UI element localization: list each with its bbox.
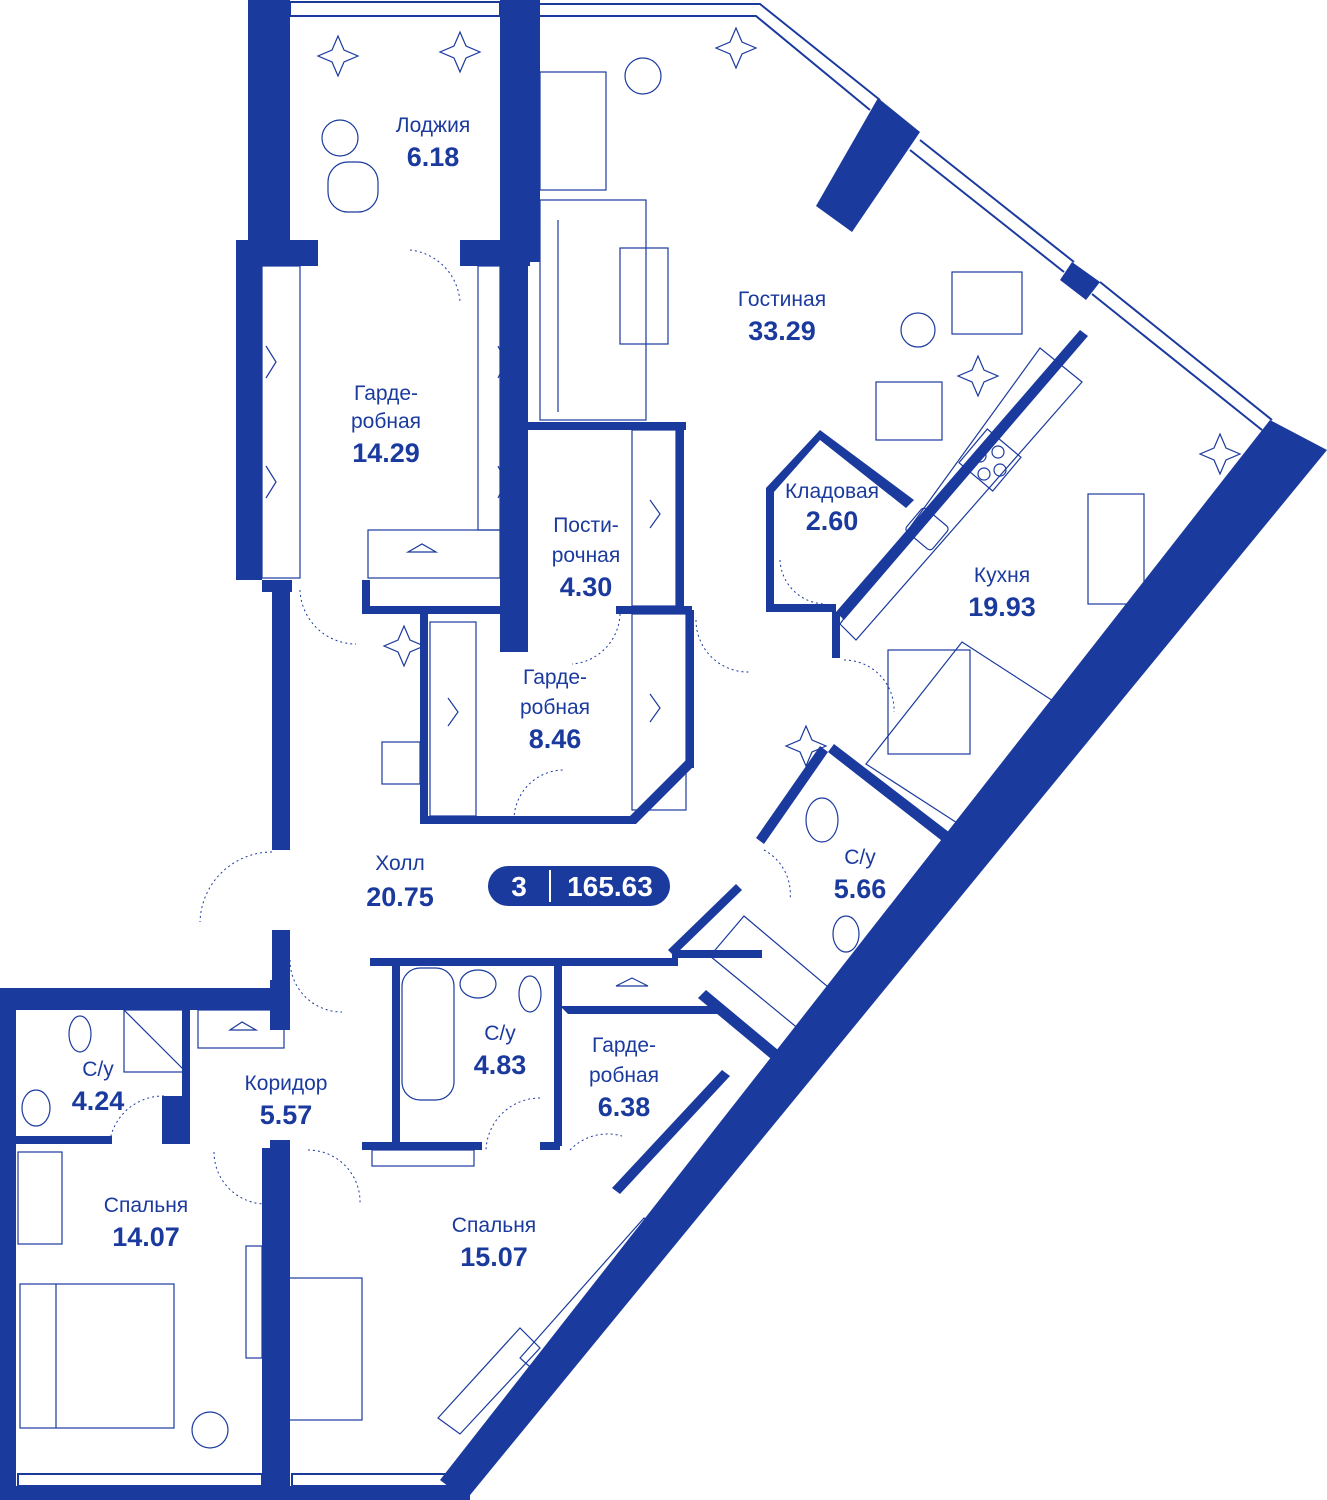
door-swings	[109, 249, 895, 1205]
bedroom1-name: Спальня	[104, 1194, 188, 1217]
bed-icon	[19, 1277, 363, 1429]
kitchen-name: Кухня	[974, 564, 1030, 587]
wardrobe2-name-line2: робная	[520, 696, 590, 719]
wardrobe3-area: 6.38	[598, 1092, 651, 1122]
windows	[17, 1, 1273, 1487]
sofa-icon	[539, 71, 647, 421]
furniture	[17, 26, 1242, 1449]
toilet-icon	[68, 915, 860, 1053]
corridor-area: 5.57	[260, 1100, 313, 1130]
room-labels: Лоджия 6.18 Гостиная 33.29 Гарде- робная…	[72, 114, 1036, 1272]
corridor-name: Коридор	[245, 1072, 328, 1095]
storage-name: Кладовая	[785, 480, 879, 503]
storage-area: 2.60	[806, 506, 859, 536]
summary-badge: 3 165.63	[488, 866, 670, 906]
hall-name: Холл	[375, 852, 425, 875]
round-table-icon	[321, 57, 936, 348]
wardrobe2-area: 8.46	[529, 724, 582, 754]
laundry-name-line1: Пости-	[553, 514, 619, 537]
bath2-name: С/у	[484, 1022, 516, 1045]
interior-walls	[16, 262, 1088, 1194]
living-name: Гостиная	[738, 288, 826, 311]
stove-icon	[973, 445, 1007, 481]
hall-area: 20.75	[366, 882, 434, 912]
laundry-area: 4.30	[560, 572, 613, 602]
total-area: 165.63	[567, 871, 653, 902]
loggia-area: 6.18	[407, 142, 460, 172]
bath3-area: 4.24	[72, 1086, 125, 1116]
wardrobe2-name-line1: Гарде-	[523, 666, 587, 689]
wardrobe1-name-line2: робная	[351, 410, 421, 433]
bedroom1-area: 14.07	[112, 1222, 180, 1252]
wardrobe-shelves	[17, 265, 687, 1377]
bath2-area: 4.83	[474, 1050, 527, 1080]
plant-icon	[316, 26, 1242, 768]
wardrobe1-area: 14.29	[352, 438, 420, 468]
armchair-icon	[327, 161, 1023, 441]
wardrobe3-name-line1: Гарде-	[592, 1034, 656, 1057]
washer-icon	[191, 741, 421, 1449]
living-area: 33.29	[748, 316, 816, 346]
kitchen-area: 19.93	[968, 592, 1036, 622]
wardrobe3-name-line2: робная	[589, 1064, 659, 1087]
wardrobe1-name-line1: Гарде-	[354, 382, 418, 405]
desk-icon	[437, 1327, 541, 1435]
hanger-icon	[228, 345, 661, 1031]
laundry-name-line2: рочная	[552, 544, 621, 567]
bath3-name: С/у	[82, 1058, 114, 1081]
sink-icon	[21, 507, 949, 1127]
table-icon	[619, 247, 1145, 755]
loggia-name: Лоджия	[396, 114, 470, 137]
bath1-name: С/у	[844, 846, 876, 869]
bathtub-icon	[401, 915, 835, 1101]
room-count: 3	[511, 871, 527, 902]
shower-icon	[123, 1009, 187, 1073]
bath1-area: 5.66	[834, 874, 887, 904]
bedroom2-area: 15.07	[460, 1242, 528, 1272]
bedroom2-name: Спальня	[452, 1214, 536, 1237]
